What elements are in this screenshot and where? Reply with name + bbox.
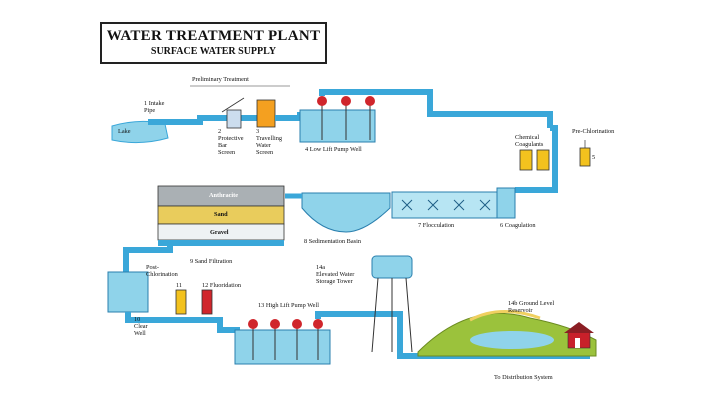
pipe-clear-high — [125, 312, 240, 333]
label-bar-screen: 2 Protective Bar Screen — [218, 128, 244, 156]
diagram-subtitle: SURFACE WATER SUPPLY — [150, 46, 277, 57]
pipe-to-coag — [515, 125, 558, 193]
label-high-lift: 13 High Lift Pump Well — [258, 302, 319, 309]
bar-screen — [226, 109, 242, 129]
pump-1 — [317, 96, 327, 106]
label-preliminary: Preliminary Treatment — [192, 76, 249, 83]
pump-2 — [341, 96, 351, 106]
reservoir-water — [470, 331, 554, 349]
travelling-screen — [256, 99, 276, 128]
chem-tank-2 — [536, 149, 550, 171]
label-pre-chlor: Pre-Chlorination — [572, 128, 615, 135]
label-lake: Lake — [118, 128, 131, 135]
label-sand: Sand — [214, 211, 228, 218]
lake-shape — [111, 120, 169, 144]
high-lift-well — [234, 329, 331, 365]
high-pump-2 — [270, 319, 280, 329]
pipe-filter-clear — [123, 246, 173, 272]
label-sedimentation: 8 Sedimentation Basin — [304, 238, 362, 245]
high-pump-1 — [248, 319, 258, 329]
label-low-lift: 4 Low Lift Pump Well — [305, 146, 362, 153]
intake-pipe — [148, 115, 258, 125]
water-tower-tank — [371, 255, 413, 279]
chem-tank-12 — [201, 289, 213, 315]
main-pipe-top — [319, 89, 553, 128]
label-eleven: 11 — [176, 282, 183, 289]
label-coagulation: 6 Coagulation — [500, 222, 536, 229]
prechlor-tank — [579, 147, 591, 167]
label-distribution: To Distribution System — [494, 374, 553, 381]
diagram-title: WATER TREATMENT PLANT — [106, 28, 321, 44]
label-elevated: 14a Elevated Water Storage Tower — [316, 264, 355, 285]
label-ground-res: 14b Ground Level Reservoir — [508, 300, 555, 314]
low-lift-well — [299, 109, 376, 143]
label-five: 5 — [592, 154, 596, 161]
high-pump-4 — [313, 319, 323, 329]
label-flocculation: 7 Flocculation — [418, 222, 455, 229]
title-box: WATER TREATMENT PLANT SURFACE WATER SUPP… — [100, 22, 327, 64]
chem-tank-11 — [175, 289, 187, 315]
label-gravel: Gravel — [210, 229, 229, 236]
label-post-chlor: Post- Chlorination — [146, 264, 178, 278]
label-anthracite: Anthracite — [209, 192, 239, 199]
label-sand-filtration: 9 Sand Filtration — [190, 258, 233, 265]
label-chem-coag: Chemical Coagulants — [515, 134, 544, 148]
label-travelling: 3 Travelling Water Screen — [256, 128, 283, 156]
clear-well — [107, 271, 149, 313]
water-tower-legs — [371, 277, 413, 353]
low-lift-pumps — [321, 102, 371, 140]
label-clear-well: 10 Clear Well — [134, 316, 148, 337]
floc-paddles — [401, 199, 491, 211]
flocculation-basin — [391, 191, 516, 219]
coag-chamber — [496, 187, 516, 219]
high-pump-3 — [292, 319, 302, 329]
pump-3 — [365, 96, 375, 106]
label-fluoridation: 12 Fluoridation — [202, 282, 242, 289]
sedimentation-basin — [301, 192, 391, 233]
chem-tank-1 — [519, 149, 533, 171]
label-intake: 1 Intake Pipe — [144, 100, 165, 114]
